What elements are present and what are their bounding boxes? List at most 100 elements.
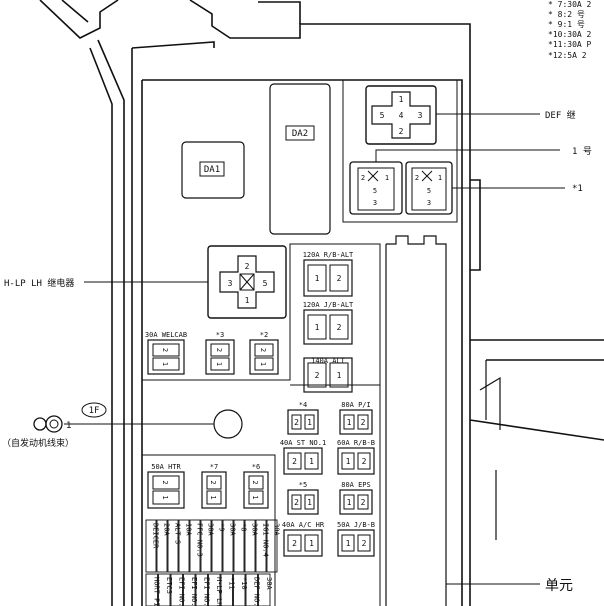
housing-outline <box>39 0 604 606</box>
mounting-hole <box>213 409 243 439</box>
def-pin-5: 5 <box>380 111 385 120</box>
fuse-60a-rbb: 60A R/B-B 1 2 <box>337 439 375 475</box>
mini-fuse-cell: 30A <box>222 519 237 573</box>
unit-label: 单元 <box>545 578 573 594</box>
hlp-pin-3: 3 <box>228 279 233 288</box>
fuse-pin: 2 <box>292 539 297 548</box>
mini-fuse-cell: DEICER <box>145 519 160 573</box>
connector-pin: 1 <box>66 421 71 431</box>
fuse-label: 40A A/C HR <box>282 521 325 529</box>
def-pin-3: 3 <box>418 111 423 120</box>
mini-fuse-label: EFI NO.2 <box>190 577 198 606</box>
mini-fuse-cell: *9 <box>211 519 226 573</box>
no1-relay: 2 1 5 3 <box>349 161 403 215</box>
fuse-pin: 2 <box>315 371 320 380</box>
mini-fuse-cell: *11 <box>220 573 235 606</box>
hlp-pin-2: 2 <box>245 262 250 271</box>
fuse-120a-rb-alt: 120A R/B-ALT 1 2 <box>303 251 354 297</box>
mini-fuse-label: H-LP LH <box>215 577 223 606</box>
fuse-pin: 2 <box>362 457 367 466</box>
mini-fuse-cell: 20A <box>156 519 171 573</box>
mini-fuse-cell: EFI NO.1 <box>170 573 185 606</box>
fuse-pin: 1 <box>315 274 320 283</box>
def-pin-2: 2 <box>399 127 404 136</box>
no1-pin-2: 2 <box>361 174 365 182</box>
mini-fuse-cell: *10 <box>233 573 248 606</box>
fuse-pin: 2 <box>362 539 367 548</box>
fuse-label: 60A R/B-B <box>337 439 375 447</box>
mini-fuse-label: HORT PIN <box>152 577 160 606</box>
star1-pin-2: 2 <box>415 174 419 182</box>
fuse-label: *5 <box>299 481 307 489</box>
mini-fuse-cell: 30A <box>200 519 215 573</box>
fuse-label: *7 <box>210 463 218 471</box>
fuse-pin: 2 <box>161 480 169 484</box>
mini-fuse-label: 30A <box>229 523 237 536</box>
mini-fuse-cell: *8 <box>233 519 248 573</box>
connector-caption: （自发动机线束） <box>2 437 74 449</box>
no1-pin-1: 1 <box>385 174 389 182</box>
mini-fuse-label: ALT-S <box>174 523 182 544</box>
mini-fuse-label: *10 <box>240 577 248 590</box>
hlp-lh-relay: 2 3 5 1 <box>207 245 287 319</box>
fuse-pin: 1 <box>161 495 169 499</box>
no1-relay-label: 1 号 <box>572 146 592 157</box>
fuse-star3: *321 <box>205 331 235 375</box>
mini-fuse-cell: H-LP LH <box>208 573 223 606</box>
mini-fuse-cell: DEF NO.2 <box>245 573 260 606</box>
hlp-pin-1: 1 <box>245 296 250 305</box>
note-12: *12:5A 2 <box>548 51 587 60</box>
fuse-pin: 1 <box>337 371 342 380</box>
fuse-pin: 1 <box>251 495 259 499</box>
fuse-pin: 1 <box>215 362 223 366</box>
fuse-label: 120A R/B-ALT <box>303 251 354 259</box>
fuse-pin: 1 <box>347 418 352 427</box>
fuse-label: 80A P/I <box>341 401 371 409</box>
star1-relay: 2 1 5 3 <box>405 161 453 215</box>
fuse-label: *6 <box>252 463 260 471</box>
fuse-label: 120A J/B-ALT <box>303 301 354 309</box>
mini-fuse-label: IG1 NO.4 <box>262 523 270 557</box>
fuse-label: 80A EPS <box>341 481 371 489</box>
fuse-pin: 1 <box>315 323 320 332</box>
fuse-pin: 2 <box>161 348 169 352</box>
note-10: *10:30A 2 <box>548 30 592 39</box>
mini-fuse-cell: 30A <box>244 519 259 573</box>
no1-leader <box>375 149 560 162</box>
fuse-pin: 1 <box>309 457 314 466</box>
mini-fuse-cell: ETCS <box>158 573 173 606</box>
inner-dividers <box>142 243 381 606</box>
fuse-pin: 2 <box>337 274 342 283</box>
fuse-pin: 2 <box>294 418 299 427</box>
mini-fuse-label: *9 <box>218 523 226 531</box>
mini-fuse-cell: IG1 NO.4 <box>255 519 270 573</box>
no1-pin-3: 3 <box>373 199 377 207</box>
fuse-pin: 1 <box>307 498 312 507</box>
mini-fuse-cell: EFI NO.3 <box>195 573 210 606</box>
mini-fuse-cell: EFI NO.2 <box>183 573 198 606</box>
connector-id: 1F <box>89 406 100 416</box>
note-8: * 8:2 号 <box>548 10 585 19</box>
mini-fuse-label: 10A <box>185 523 193 536</box>
fuse-star7: *721 <box>201 463 227 509</box>
fuse-pin: 1 <box>209 495 217 499</box>
fuse-label: 30A WELCAB <box>145 331 187 339</box>
fuse-label: 140A ALT <box>311 357 346 365</box>
fuse-pin: 1 <box>346 457 351 466</box>
mini-fuse-cell: 30A <box>258 573 273 606</box>
fuse-pin: 2 <box>361 418 366 427</box>
mini-fuse-label: *8 <box>240 523 248 531</box>
mini-fuse-cell: ALT-S <box>167 519 182 573</box>
mini-fuse-label: 30A <box>273 523 281 536</box>
hlp-relay-label: H-LP LH 继电器 <box>4 277 74 289</box>
da2-block: DA2 <box>269 83 331 235</box>
hlp-pin-5: 5 <box>263 279 268 288</box>
note-11: *11:30A P <box>548 40 592 49</box>
mini-fuse-label: DEF NO.2 <box>252 577 260 606</box>
mini-fuse-label: 30A <box>265 577 273 590</box>
